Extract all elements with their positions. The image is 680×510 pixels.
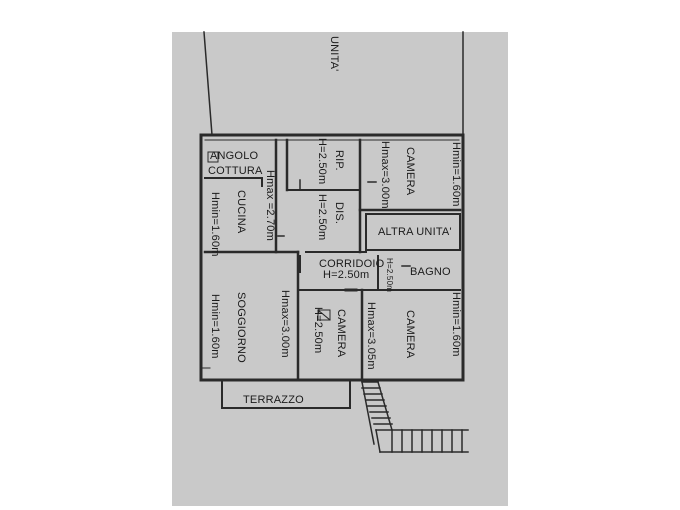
label-rip-height: H=2.50m <box>316 138 328 185</box>
label-dis-height: H=2.50m <box>316 194 328 241</box>
label-cucina: CUCINA <box>235 190 247 234</box>
label-angolo: ANGOLO <box>210 150 259 162</box>
label-dis: DIS. <box>333 202 345 225</box>
label-camera-right: CAMERA <box>404 310 416 359</box>
label-camera-top: CAMERA <box>404 147 416 196</box>
label-cottura: COTTURA <box>208 165 263 177</box>
label-bagno-height: H=2.50m <box>385 258 394 293</box>
label-bagno: BAGNO <box>410 266 451 278</box>
label-corridoio-height: H=2.50m <box>323 269 370 281</box>
label-camera-top-hmin: Hmin=1.60m <box>450 142 462 207</box>
top-unit-label: UNITA' <box>328 36 340 72</box>
label-soggiorno: SOGGIORNO <box>235 292 247 363</box>
label-camera-right-hmax: Hmax=3.05m <box>365 302 377 370</box>
top-unit-left-wall <box>203 31 213 136</box>
label-camera-mid-height: H=2.50m <box>312 307 324 354</box>
hob-mark <box>207 151 219 163</box>
label-soggiorno-hmin: Hmin=1.60m <box>209 294 221 359</box>
label-cucina-height: Hmin=1.60m <box>209 192 221 257</box>
plan-paper <box>172 32 508 506</box>
label-terrazzo: TERRAZZO <box>243 394 304 406</box>
stairs <box>361 381 469 453</box>
label-camera-top-hmax: Hmax=3.00m <box>379 141 391 209</box>
label-camera-mid: CAMERA <box>335 309 347 358</box>
altra-unita-box <box>365 213 461 251</box>
label-altra-unita: ALTRA UNITA' <box>378 226 452 238</box>
label-angolo-height: Hmax =2.70m <box>264 170 276 241</box>
label-soggiorno-hmax: Hmax=3.00m <box>279 290 291 358</box>
label-camera-right-hmin: Hmin=1.60m <box>450 292 462 357</box>
terrazzo-box <box>221 379 351 409</box>
wardrobe-mark <box>317 309 331 321</box>
label-rip: RIP. <box>333 150 345 171</box>
label-corridoio: CORRIDOIO <box>319 258 385 270</box>
